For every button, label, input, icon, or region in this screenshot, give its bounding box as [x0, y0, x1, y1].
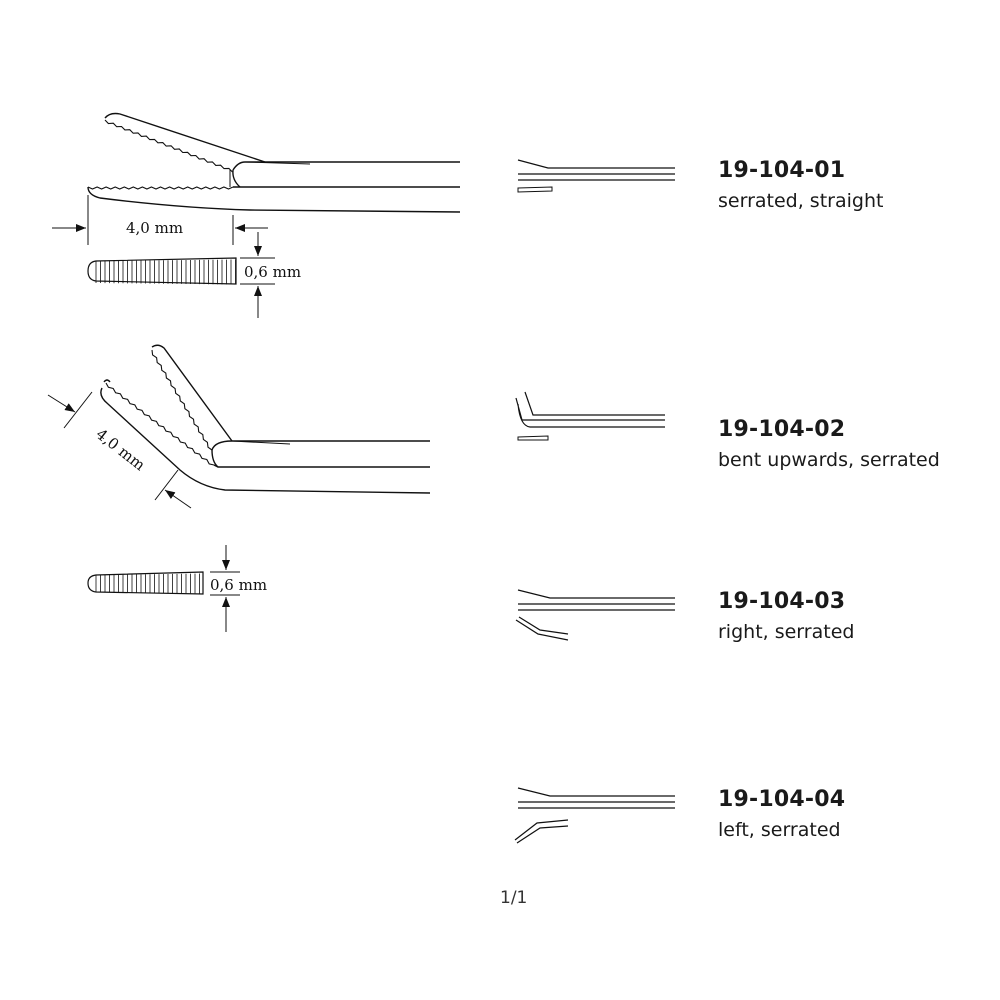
product-description: left, serrated — [718, 819, 841, 841]
product-code: 19-104-01 — [718, 158, 846, 183]
bent-length-dimension: 4,0 mm — [47, 391, 192, 509]
product-code: 19-104-04 — [718, 787, 846, 812]
bent-jaw-profile: 0,6 mm — [87, 545, 267, 632]
page-number: 1/1 — [500, 888, 528, 908]
product-code: 19-104-03 — [718, 589, 846, 614]
straight-length-label: 4,0 mm — [126, 219, 183, 237]
straight-forceps-drawing — [87, 112, 461, 213]
straight-width-label: 0,6 mm — [244, 263, 301, 281]
bent-forceps-drawing — [100, 344, 431, 494]
product-description: bent upwards, serrated — [718, 449, 940, 471]
product-description: right, serrated — [718, 621, 855, 643]
bent-width-label: 0,6 mm — [210, 576, 267, 594]
bent-length-label: 4,0 mm — [93, 425, 149, 474]
thumbnail-19-104-03 — [515, 589, 675, 641]
thumbnail-19-104-01 — [517, 159, 675, 193]
straight-length-dimension: 4,0 mm — [52, 195, 268, 245]
product-code: 19-104-02 — [718, 417, 846, 442]
thumbnail-19-104-04 — [514, 787, 675, 844]
thumbnail-19-104-02 — [515, 391, 665, 441]
product-description: serrated, straight — [718, 190, 884, 212]
straight-jaw-profile: 0,6 mm — [87, 232, 301, 318]
